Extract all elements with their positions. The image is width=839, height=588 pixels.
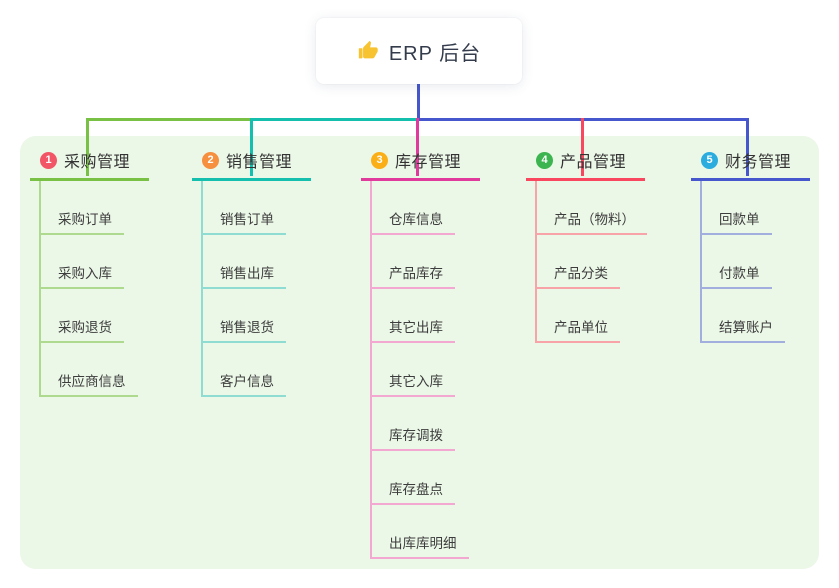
branch-topic[interactable]: 1 采购管理 [30, 148, 149, 181]
child-topic[interactable]: 采购退货 [41, 316, 124, 343]
branch-topic[interactable]: 5 财务管理 [691, 148, 810, 181]
child-topic[interactable]: 付款单 [702, 262, 772, 289]
branch-children: 仓库信息产品库存其它出库其它入库库存调拨库存盘点出库库明细 [370, 181, 480, 559]
child-topic[interactable]: 产品单位 [537, 316, 620, 343]
branch-label: 采购管理 [64, 154, 131, 171]
branch-number-badge: 1 [40, 151, 57, 169]
child-topic[interactable]: 库存调拨 [372, 424, 455, 451]
branch-children: 销售订单销售出库销售退货客户信息 [201, 181, 311, 397]
child-topic-row: 产品单位 [537, 289, 647, 343]
child-topic-row: 采购退货 [41, 289, 149, 343]
branch-number-badge: 5 [701, 151, 718, 169]
branch-drop-line [250, 118, 253, 176]
bus-segment-mid [250, 118, 420, 121]
child-topic-row: 仓库信息 [372, 181, 480, 235]
branch-number-badge: 2 [202, 151, 219, 169]
bus-segment-left [86, 118, 253, 121]
child-topic[interactable]: 库存盘点 [372, 478, 455, 505]
branch-column: 1 采购管理采购订单采购入库采购退货供应商信息 [30, 148, 149, 397]
child-topic[interactable]: 产品（物料） [537, 208, 647, 235]
child-topic-row: 采购入库 [41, 235, 149, 289]
child-topic-row: 客户信息 [203, 343, 311, 397]
branches-panel [20, 136, 819, 569]
branch-label: 库存管理 [395, 154, 462, 171]
branch-column: 2 销售管理销售订单销售出库销售退货客户信息 [192, 148, 311, 397]
branch-label: 财务管理 [725, 154, 792, 171]
branch-topic[interactable]: 3 库存管理 [361, 148, 480, 181]
branch-topic[interactable]: 2 销售管理 [192, 148, 311, 181]
branch-children: 采购订单采购入库采购退货供应商信息 [39, 181, 149, 397]
branch-column: 3 库存管理仓库信息产品库存其它出库其它入库库存调拨库存盘点出库库明细 [361, 148, 480, 559]
child-topic[interactable]: 其它入库 [372, 370, 455, 397]
child-topic[interactable]: 采购订单 [41, 208, 124, 235]
branch-column: 5 财务管理回款单付款单结算账户 [691, 148, 810, 343]
root-connector-line [417, 84, 420, 121]
child-topic-row: 销售退货 [203, 289, 311, 343]
child-topic[interactable]: 仓库信息 [372, 208, 455, 235]
child-topic-row: 库存调拨 [372, 397, 480, 451]
child-topic[interactable]: 结算账户 [702, 316, 785, 343]
root-node[interactable]: ERP 后台 [316, 18, 522, 84]
child-topic-row: 采购订单 [41, 181, 149, 235]
root-title: ERP 后台 [388, 42, 482, 65]
child-topic-row: 其它出库 [372, 289, 480, 343]
child-topic[interactable]: 销售退货 [203, 316, 286, 343]
child-topic[interactable]: 客户信息 [203, 370, 286, 397]
child-topic-row: 产品分类 [537, 235, 647, 289]
branch-drop-line [746, 118, 749, 176]
branch-topic[interactable]: 4 产品管理 [526, 148, 645, 181]
branch-drop-line [86, 118, 89, 176]
branch-drop-line [581, 118, 584, 176]
branch-label: 销售管理 [226, 154, 293, 171]
child-topic-row: 付款单 [702, 235, 810, 289]
child-topic[interactable]: 出库库明细 [372, 532, 469, 559]
child-topic-row: 供应商信息 [41, 343, 149, 397]
branch-number-badge: 3 [371, 151, 388, 169]
child-topic[interactable]: 回款单 [702, 208, 772, 235]
child-topic[interactable]: 产品库存 [372, 262, 455, 289]
branch-children: 回款单付款单结算账户 [700, 181, 810, 343]
branch-number-badge: 4 [536, 151, 553, 169]
branch-children: 产品（物料） 产品分类产品单位 [535, 181, 647, 343]
child-topic-row: 回款单 [702, 181, 810, 235]
child-topic-row: 库存盘点 [372, 451, 480, 505]
branch-drop-line [416, 118, 419, 176]
child-topic[interactable]: 采购入库 [41, 262, 124, 289]
child-topic[interactable]: 其它出库 [372, 316, 455, 343]
child-topic[interactable]: 产品分类 [537, 262, 620, 289]
child-topic[interactable]: 销售订单 [203, 208, 286, 235]
child-topic-row: 结算账户 [702, 289, 810, 343]
child-topic-row: 出库库明细 [372, 505, 480, 559]
child-topic[interactable]: 供应商信息 [41, 370, 138, 397]
child-topic-row: 产品库存 [372, 235, 480, 289]
child-topic-row: 其它入库 [372, 343, 480, 397]
child-topic[interactable]: 销售出库 [203, 262, 286, 289]
branch-column: 4 产品管理产品（物料） 产品分类产品单位 [526, 148, 647, 343]
child-topic-row: 产品（物料） [537, 181, 647, 235]
branch-label: 产品管理 [560, 154, 627, 171]
thumbs-up-icon [357, 40, 379, 62]
child-topic-row: 销售出库 [203, 235, 311, 289]
child-topic-row: 销售订单 [203, 181, 311, 235]
